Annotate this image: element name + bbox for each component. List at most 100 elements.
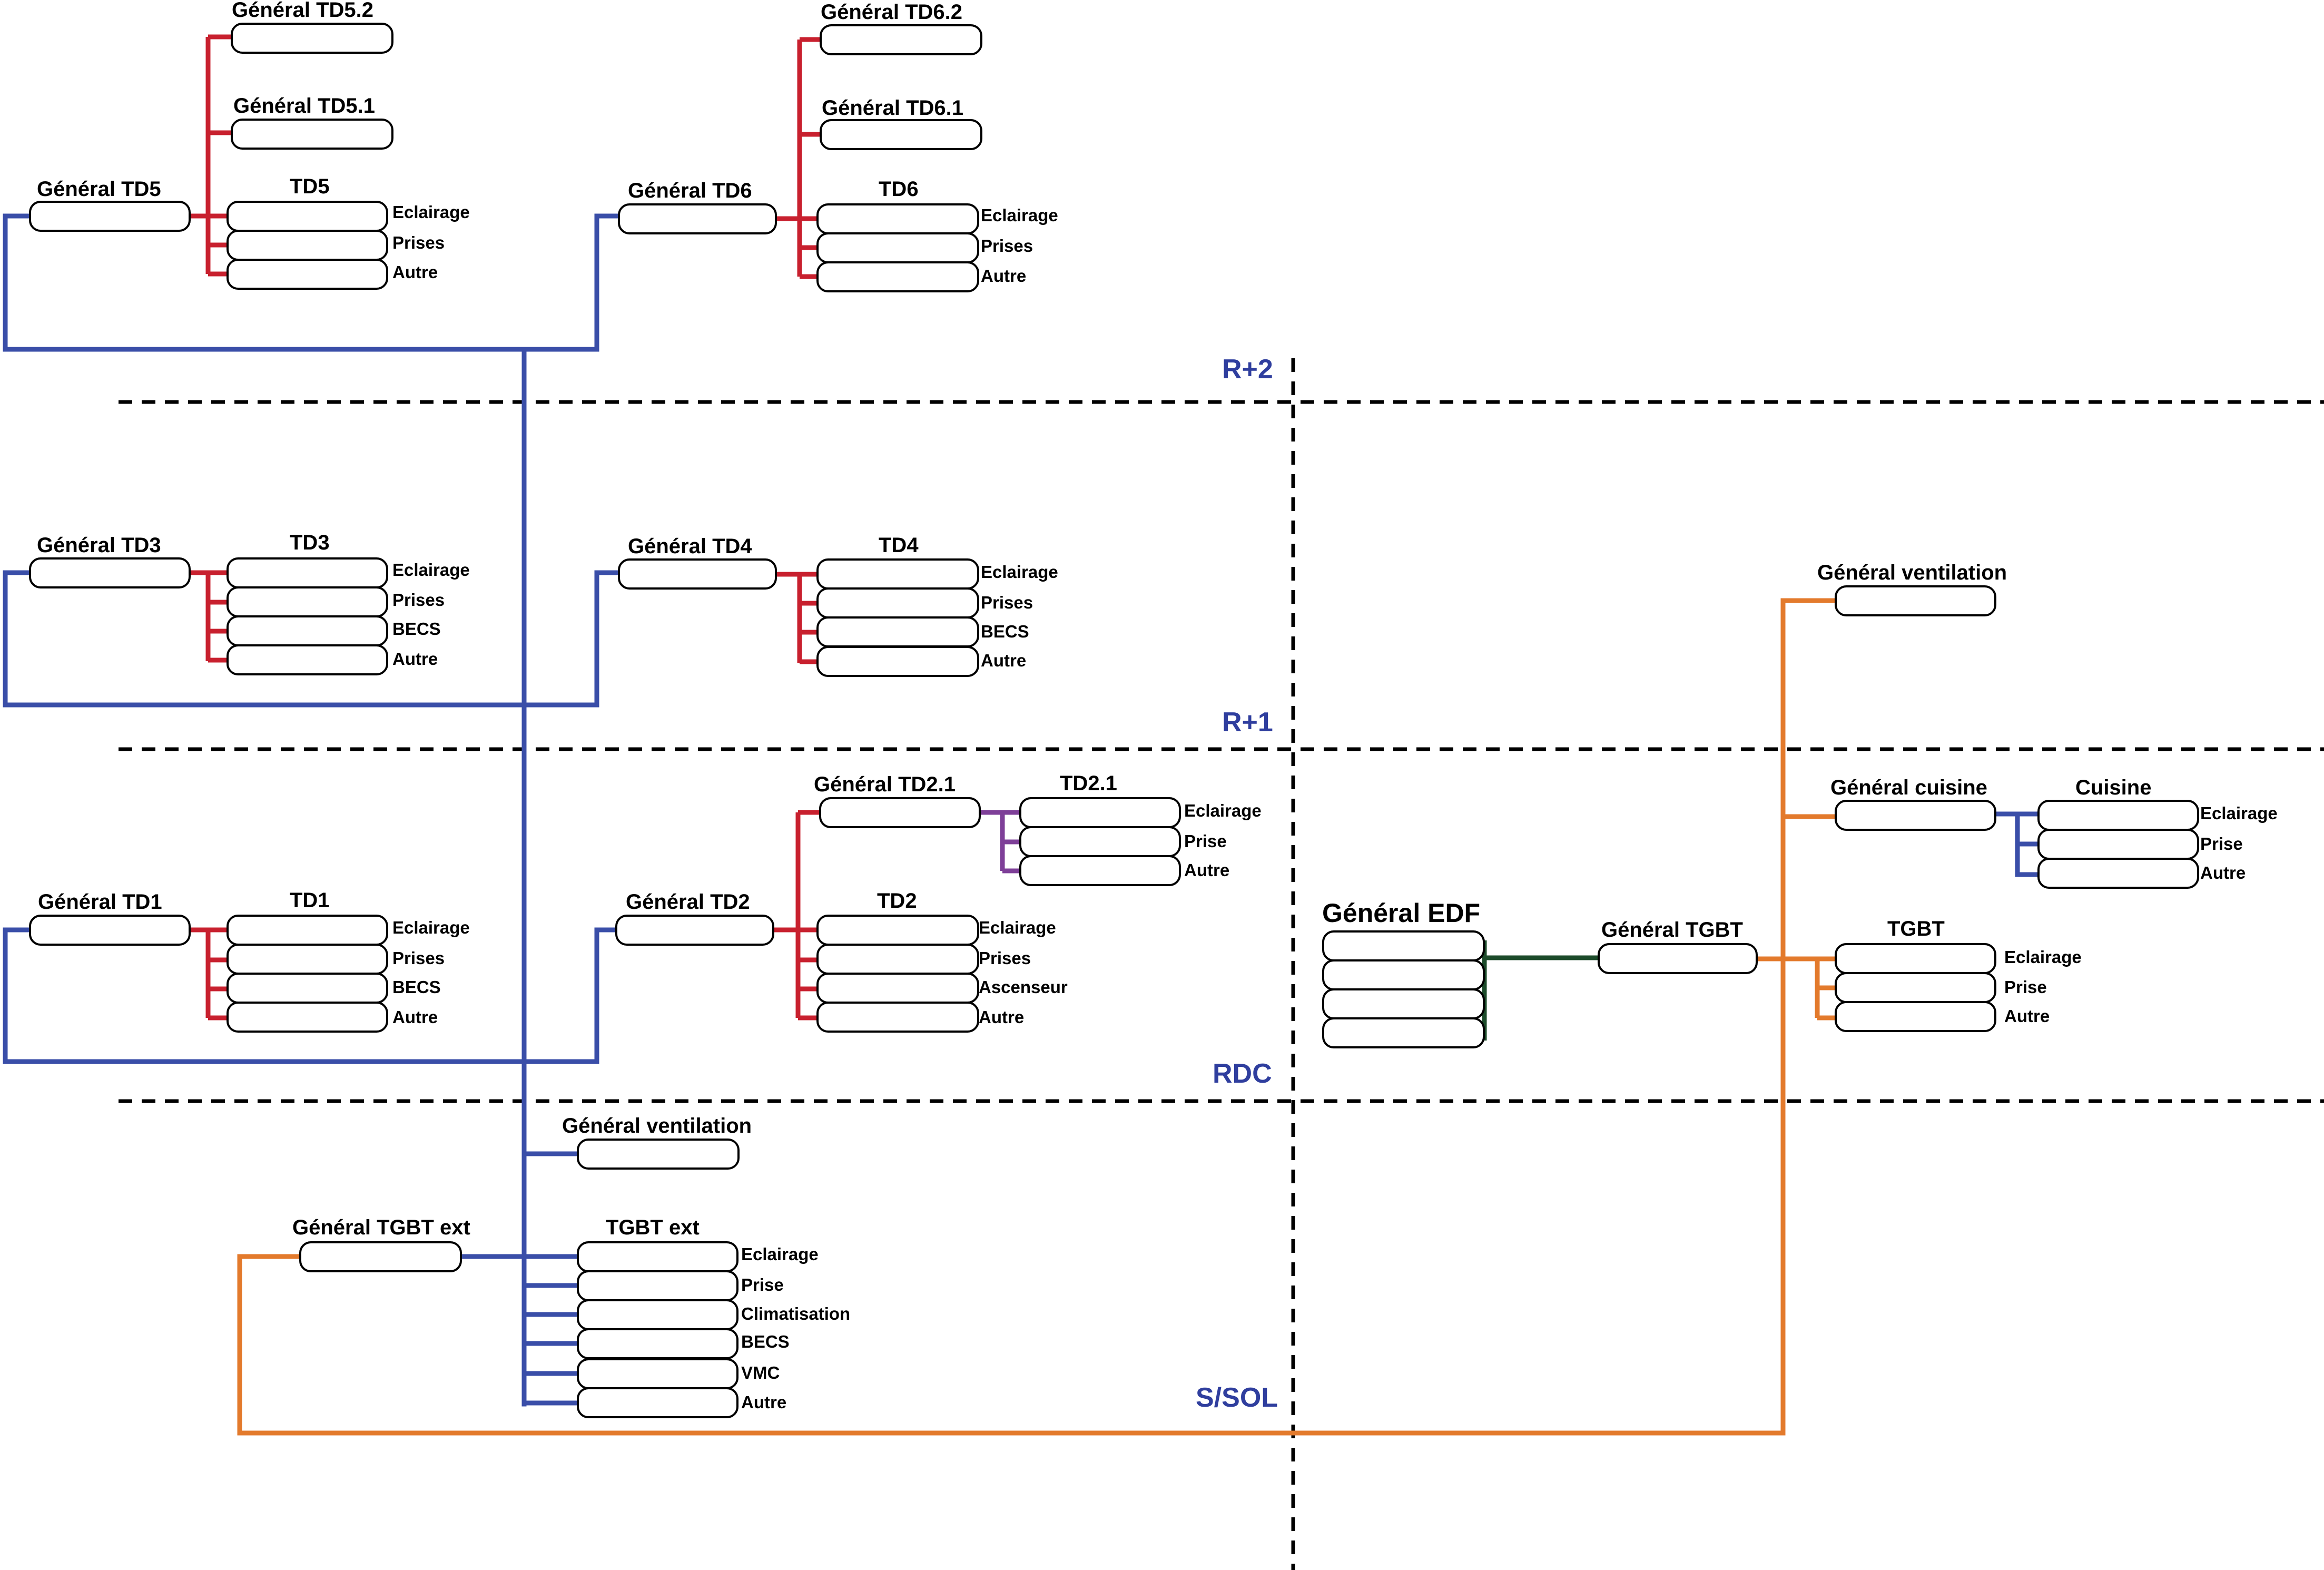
box-cuisine-eclairage (2037, 800, 2199, 831)
floor-label-r2: R+2 (1222, 354, 1273, 385)
box-tgbt-ext-climatisation (577, 1299, 738, 1330)
label-tgbt-item-0: Eclairage (2004, 947, 2082, 967)
label-cuisine-item-1: Prise (2200, 834, 2243, 853)
label-td5-title: TD5 (290, 175, 330, 198)
box-tgbt-ext-vmc (577, 1358, 738, 1389)
box-tgbt-ext-prise (577, 1270, 738, 1301)
box-tgbt-eclairage (1835, 943, 1996, 974)
box-general-td6 (618, 203, 777, 234)
label-td6-item-1: Prises (981, 236, 1033, 256)
label-td2-item-0: Eclairage (979, 918, 1056, 937)
box-tgbt-ext-eclairage (577, 1241, 738, 1272)
labels: Général TD5.2 Général TD5.1 Général TD5 … (37, 0, 2278, 1412)
box-td2-1-prise (1019, 826, 1181, 857)
label-td1-item-3: Autre (392, 1007, 438, 1027)
box-td4-autre (816, 646, 979, 677)
label-td2-item-3: Autre (979, 1007, 1024, 1027)
box-td4-eclairage (816, 558, 979, 590)
label-general-td2-1: Général TD2.1 (814, 773, 956, 796)
floor-labels: R+2 R+1 RDC S/SOL (1196, 354, 1278, 1413)
box-edf-3 (1322, 988, 1485, 1019)
red-network (190, 34, 821, 1020)
label-tgbt-item-1: Prise (2004, 977, 2047, 997)
box-general-td2 (615, 915, 774, 946)
label-td6-title: TD6 (879, 178, 919, 201)
box-general-td6-2 (820, 24, 982, 55)
label-general-td6: Général TD6 (628, 179, 752, 202)
box-td6-eclairage (816, 203, 979, 234)
label-general-td4: Général TD4 (628, 535, 752, 558)
box-td5-prises (227, 230, 388, 261)
label-td5-item-2: Autre (392, 262, 438, 282)
box-general-td5-1 (231, 119, 393, 150)
label-tgbt-ext-item-2: Climatisation (741, 1304, 850, 1323)
floor-label-rdc: RDC (1213, 1058, 1272, 1089)
box-cuisine-prise (2037, 829, 2199, 860)
label-td3-item-0: Eclairage (392, 560, 470, 580)
box-general-cuisine (1835, 800, 1996, 831)
box-tgbt-ext-becs (577, 1328, 738, 1359)
label-tgbt-ext-item-1: Prise (741, 1275, 784, 1294)
orange-network (237, 598, 1836, 1436)
label-td3-item-1: Prises (392, 590, 445, 610)
box-td2-ascenseur (816, 973, 979, 1004)
box-cuisine-autre (2037, 858, 2199, 889)
label-general-td2: Général TD2 (626, 890, 750, 914)
box-general-td4 (618, 558, 777, 590)
box-general-td5 (29, 201, 191, 232)
label-tgbt-ext-item-0: Eclairage (741, 1244, 819, 1264)
blue-network (3, 213, 2041, 1407)
box-general-td6-1 (820, 119, 982, 150)
label-cuisine-item-0: Eclairage (2200, 803, 2278, 823)
box-general-tgbt (1598, 943, 1758, 974)
label-td2-1-item-1: Prise (1184, 831, 1227, 851)
label-general-td6-2: Général TD6.2 (821, 1, 962, 24)
label-general-tgbt-ext: Général TGBT ext (292, 1216, 470, 1239)
label-td6-item-2: Autre (981, 266, 1026, 286)
box-general-td3 (29, 557, 191, 588)
box-general-td1 (29, 915, 191, 946)
label-general-td6-1: Général TD6.1 (822, 96, 963, 120)
floor-label-ssol: S/SOL (1196, 1382, 1278, 1413)
box-general-ventilation-ssol (577, 1139, 740, 1170)
box-td6-prises (816, 232, 979, 263)
box-td3-prises (227, 586, 388, 617)
label-cuisine-item-2: Autre (2200, 863, 2246, 882)
label-td1-item-2: BECS (392, 977, 441, 997)
label-general-edf: Général EDF (1322, 898, 1480, 928)
box-td4-becs (816, 616, 979, 647)
label-td3-title: TD3 (290, 531, 330, 554)
label-td4-item-2: BECS (981, 622, 1029, 641)
label-general-cuisine: Général cuisine (1830, 776, 1987, 799)
box-general-td2-1 (819, 797, 981, 828)
green-network (1482, 940, 1599, 1041)
label-td4-item-0: Eclairage (981, 562, 1058, 582)
label-td4-item-3: Autre (981, 651, 1026, 670)
purple-network (980, 810, 1020, 874)
box-general-ventilation (1835, 585, 1996, 616)
label-general-tgbt: Général TGBT (1601, 918, 1743, 941)
box-tgbt-ext-autre (577, 1387, 738, 1418)
box-edf-1 (1322, 930, 1485, 961)
box-td2-1-autre (1019, 855, 1181, 886)
box-td1-autre (227, 1002, 388, 1033)
label-tgbt-ext-title: TGBT ext (606, 1216, 700, 1239)
label-general-td5-2: Général TD5.2 (232, 0, 373, 22)
box-td2-1-eclairage (1019, 797, 1181, 828)
label-td2-1-item-2: Autre (1184, 860, 1229, 880)
box-td2-autre (816, 1002, 979, 1033)
label-tgbt-ext-item-5: Autre (741, 1392, 786, 1412)
box-td3-eclairage (227, 557, 388, 588)
box-td1-becs (227, 973, 388, 1004)
label-td1-item-0: Eclairage (392, 918, 470, 937)
label-ventilation-ssol: Général ventilation (562, 1114, 752, 1137)
label-general-ventilation: Général ventilation (1817, 561, 2007, 584)
box-tgbt-prise (1835, 972, 1996, 1003)
box-td5-autre (227, 259, 388, 290)
box-td2-eclairage (816, 915, 979, 946)
box-td2-prises (816, 944, 979, 975)
box-td3-becs (227, 615, 388, 646)
boxes (29, 23, 2199, 1418)
label-td3-item-3: Autre (392, 649, 438, 669)
